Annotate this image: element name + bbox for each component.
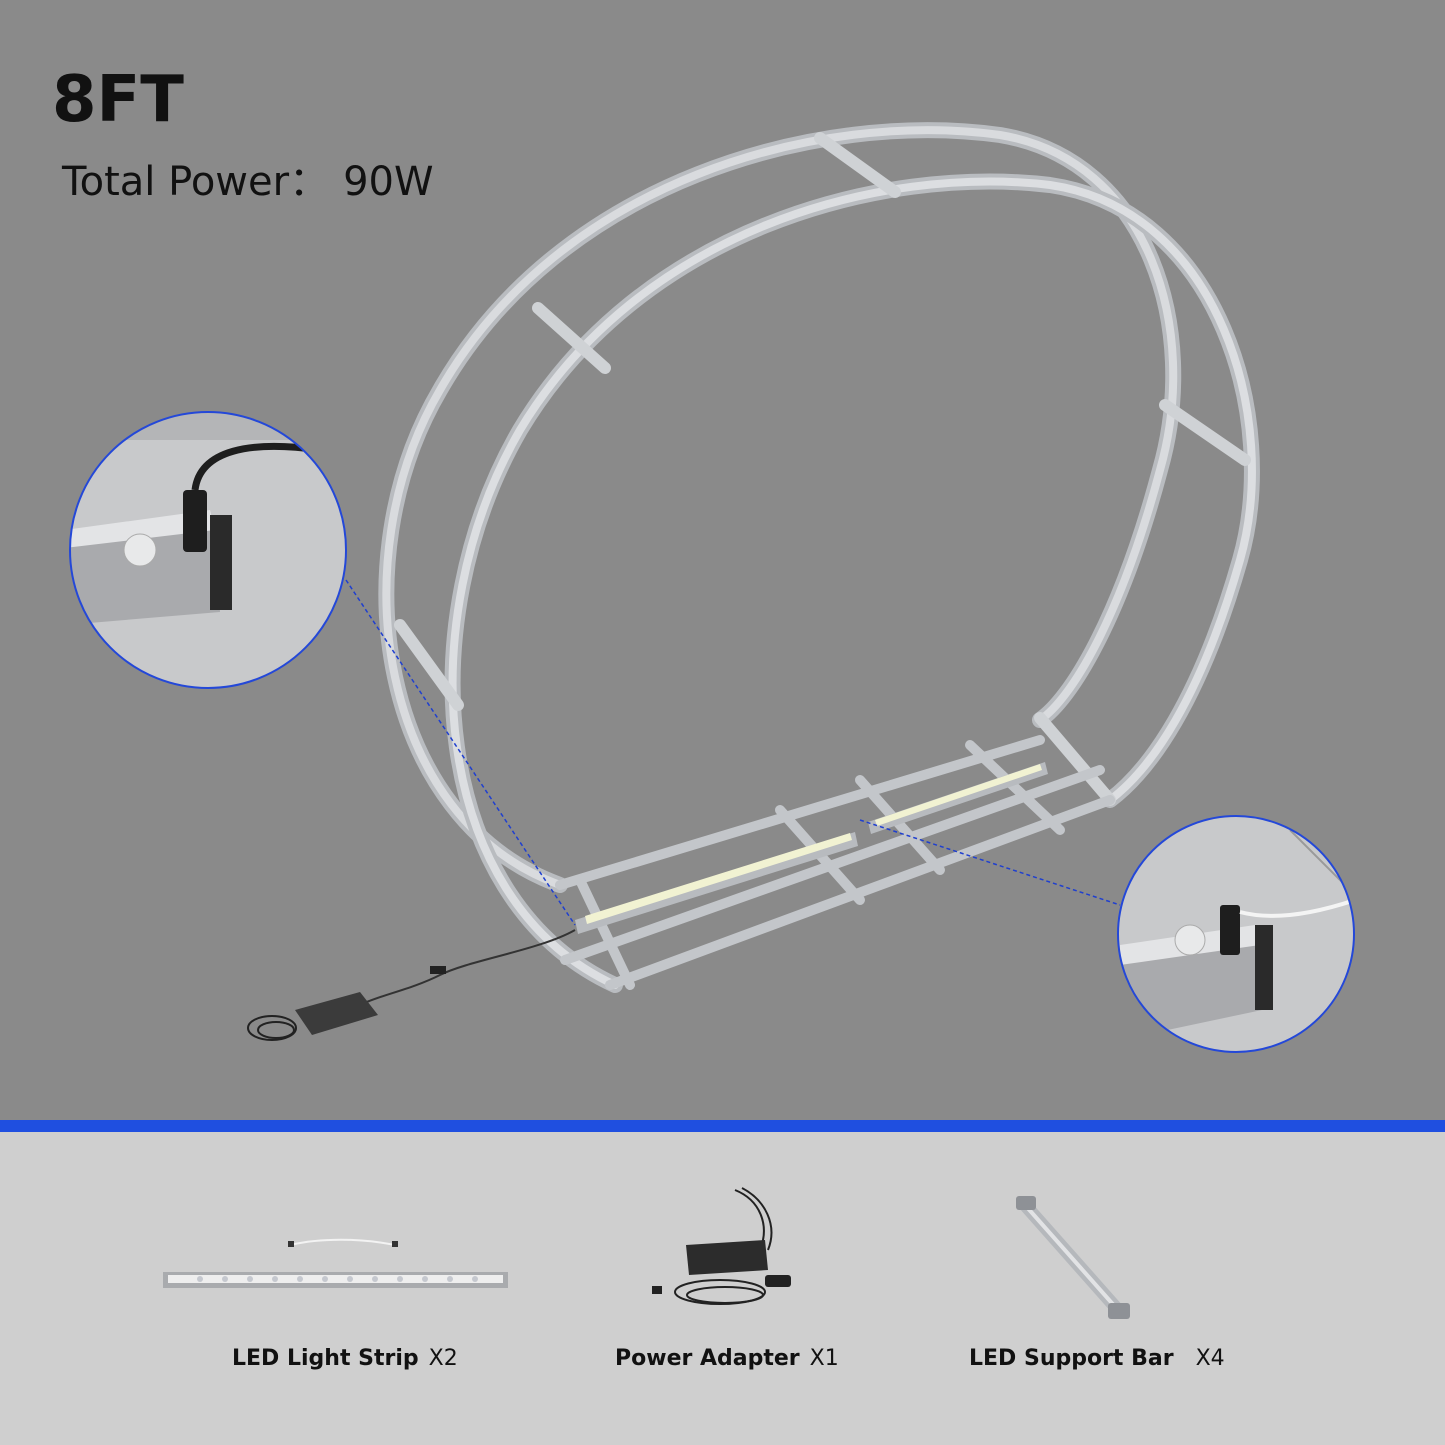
item-name: LED Light Strip	[232, 1346, 419, 1371]
accessories-panel	[0, 1132, 1445, 1445]
power-adapter-image	[652, 1187, 791, 1305]
connector-detail-right	[1117, 815, 1355, 1053]
power-label: Total Power：	[62, 159, 330, 205]
power-adapter-mounted	[247, 929, 576, 1041]
led-light-strip-image	[163, 1238, 508, 1288]
led-support-bar-image	[1016, 1196, 1130, 1319]
item-qty: X4	[1195, 1346, 1225, 1371]
item-led-light-strip: LED Light Strip X2	[232, 1348, 458, 1370]
base-frame	[555, 735, 1115, 990]
item-led-support-bar: LED Support Bar X4	[969, 1348, 1225, 1370]
item-qty: X2	[428, 1346, 458, 1371]
arch-frame	[378, 122, 1260, 993]
item-name: Power Adapter	[615, 1346, 800, 1371]
total-power: Total Power： 90W	[62, 162, 434, 202]
item-power-adapter: Power Adapter X1	[615, 1348, 839, 1370]
size-title: 8FT	[52, 63, 184, 137]
power-value: 90W	[343, 159, 434, 205]
section-divider	[0, 1120, 1445, 1132]
connector-detail-left	[69, 411, 347, 689]
item-qty: X1	[809, 1346, 839, 1371]
item-name: LED Support Bar	[969, 1346, 1174, 1371]
led-strip-mounted	[575, 762, 1048, 934]
callout-lines	[345, 579, 1121, 926]
